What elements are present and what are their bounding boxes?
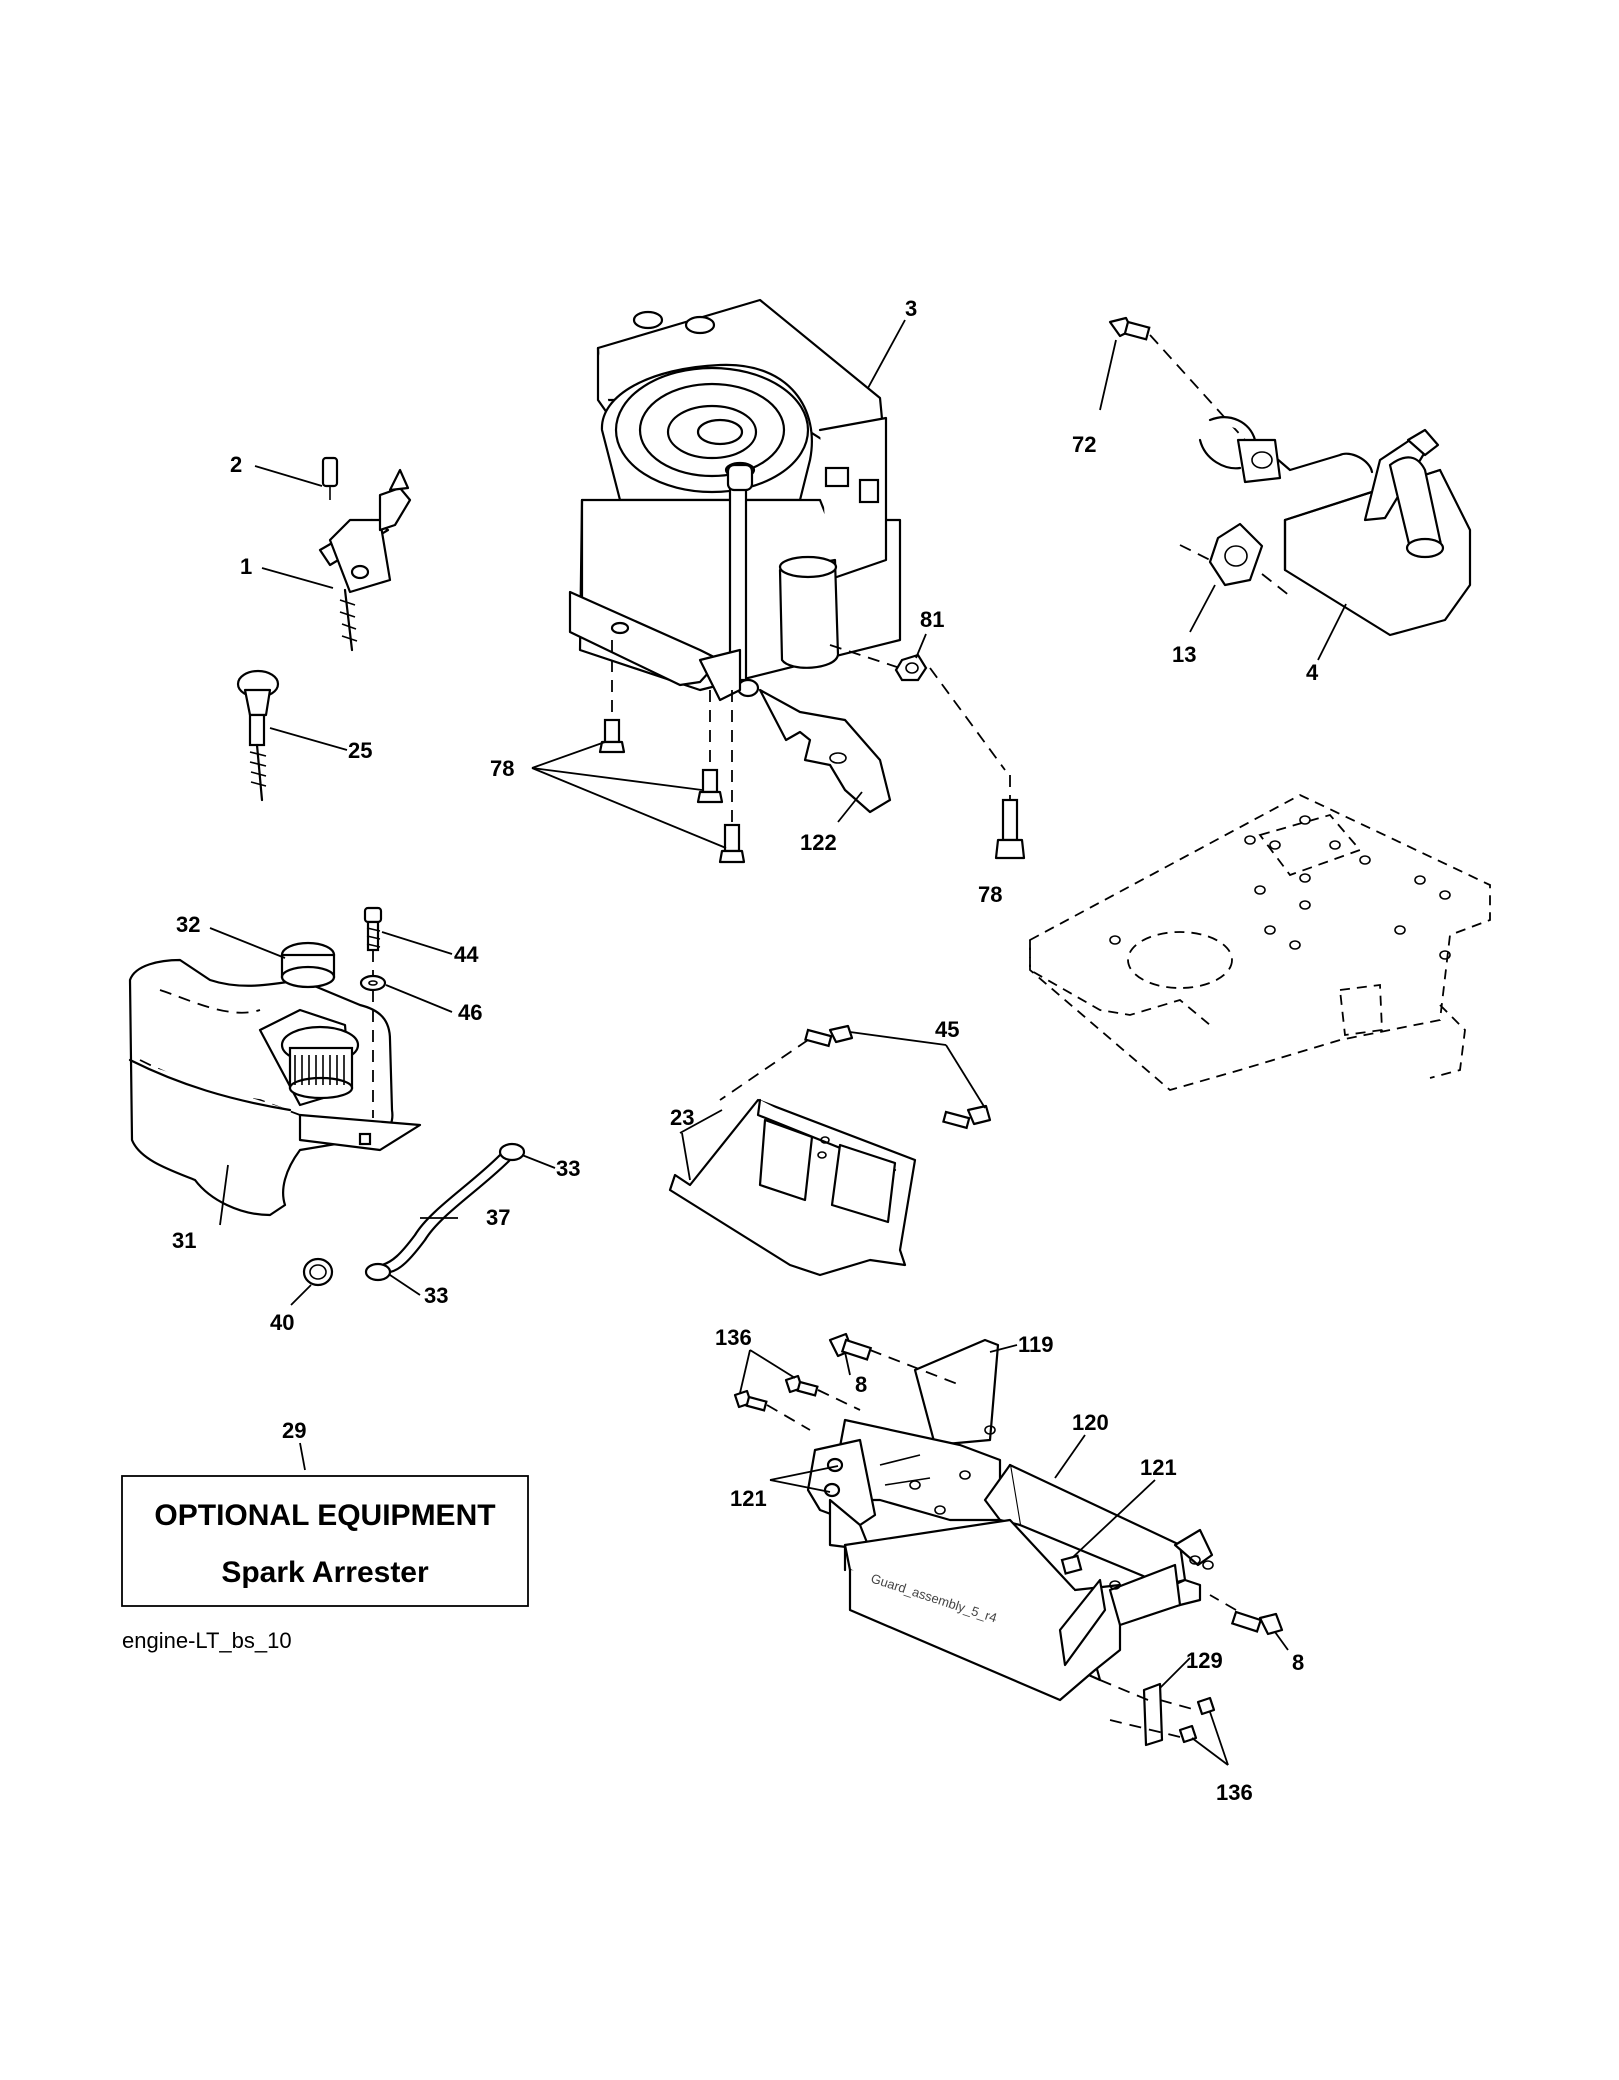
optional-equipment-box: OPTIONAL EQUIPMENT Spark Arrester	[121, 1475, 529, 1607]
callout-78b: 78	[978, 882, 1002, 907]
callout-120: 120	[1072, 1410, 1109, 1435]
nut-part	[829, 644, 1006, 771]
fuel-line-part	[302, 1142, 526, 1287]
choke-control-part	[318, 456, 412, 652]
callout-31: 31	[172, 1228, 196, 1253]
optional-equipment-title: OPTIONAL EQUIPMENT	[154, 1499, 495, 1532]
callout-1: 1	[240, 554, 252, 579]
callout-46: 46	[458, 1000, 482, 1025]
callout-8a: 8	[855, 1372, 867, 1397]
guard-assembly-part: Guard_assembly_5_r4	[733, 1332, 1284, 1747]
callout-119: 119	[1018, 1332, 1054, 1357]
callout-25: 25	[348, 738, 372, 763]
engine-bolt-part	[598, 640, 1026, 864]
muffler-part	[1108, 316, 1472, 637]
drawing-reference: engine-LT_bs_10	[122, 1628, 292, 1653]
callout-45: 45	[935, 1017, 959, 1042]
callout-2: 2	[230, 452, 242, 477]
spark-arrester-label: Spark Arrester	[221, 1556, 429, 1589]
mount-plate-part	[668, 1024, 992, 1277]
callout-32: 32	[176, 912, 200, 937]
callout-3: 3	[905, 296, 917, 321]
callout-8b: 8	[1292, 1650, 1304, 1675]
fuel-tank-part	[128, 906, 422, 1217]
callout-33a: 33	[556, 1156, 580, 1181]
leader-lines	[209, 319, 1347, 1766]
frame-holes	[1109, 815, 1451, 960]
callout-44: 44	[454, 942, 479, 967]
callout-121b: 121	[730, 1486, 767, 1511]
heat-shield-part	[758, 688, 892, 814]
callout-129: 129	[1186, 1648, 1223, 1673]
callout-37: 37	[486, 1205, 510, 1230]
callout-40: 40	[270, 1310, 294, 1335]
callout-122: 122	[800, 830, 837, 855]
callout-33b: 33	[424, 1283, 448, 1308]
callout-78a: 78	[490, 756, 514, 781]
engine-part	[568, 298, 902, 702]
callout-121a: 121	[1140, 1455, 1177, 1480]
callout-81: 81	[920, 607, 944, 632]
chassis-frame-part	[1029, 793, 1491, 1091]
callout-136b: 136	[1216, 1780, 1253, 1805]
callout-29: 29	[282, 1418, 306, 1443]
throttle-cable-part	[236, 669, 280, 802]
callout-72: 72	[1072, 432, 1096, 457]
callout-136a: 136	[715, 1325, 752, 1350]
callout-23: 23	[670, 1105, 694, 1130]
callout-4: 4	[1306, 660, 1319, 685]
callout-13: 13	[1172, 642, 1196, 667]
callout-labels: 3 2 1 25 72 13 4 81 78 122 78 32 44 46 3…	[172, 296, 1319, 1805]
